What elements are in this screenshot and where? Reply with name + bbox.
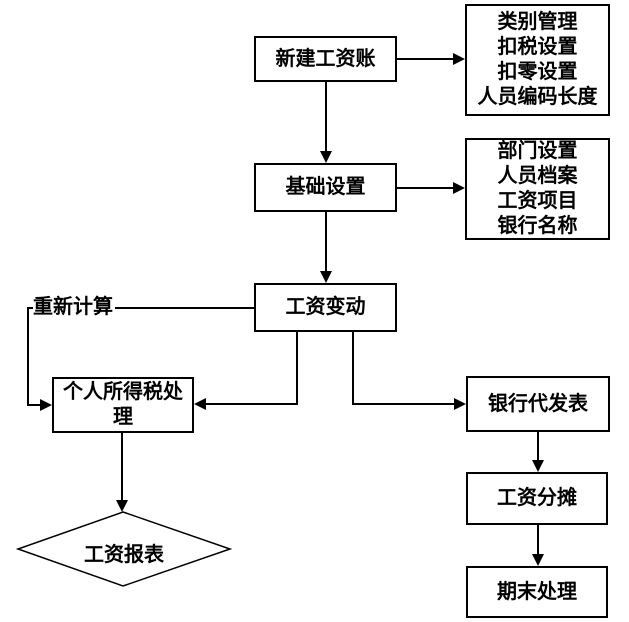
node-new-payroll: 新建工资账	[254, 36, 397, 82]
recalculate-label: 重新计算	[33, 296, 115, 318]
arrowhead	[532, 554, 544, 566]
node-label: 个人所得税处	[63, 381, 183, 403]
node-salary-report-label: 工资报表	[84, 544, 164, 566]
arrow-recalc-feedback	[27, 307, 255, 406]
arrowhead	[40, 399, 52, 411]
node-label: 理	[113, 406, 133, 428]
arrowhead	[116, 500, 128, 512]
node-bank-payroll: 银行代发表	[466, 376, 610, 432]
arrowhead	[453, 182, 465, 194]
node-label: 工资分摊	[497, 487, 577, 509]
arrowhead	[454, 398, 466, 410]
arrowhead	[453, 53, 465, 65]
list-item: 银行名称	[497, 215, 578, 237]
node-label: 新建工资账	[275, 47, 376, 70]
arrow-salarychange-to-bankpayroll	[352, 332, 455, 405]
node-basic-setup: 基础设置	[254, 163, 397, 212]
arrowhead	[320, 151, 332, 163]
list-item: 类别管理	[497, 11, 578, 33]
arrowhead	[320, 271, 332, 283]
node-label: 基础设置	[285, 176, 366, 198]
node-salary-change: 工资变动	[254, 283, 397, 332]
node-payroll-setup-list: 类别管理 扣税设置 扣零设置 人员编码长度	[465, 4, 610, 116]
list-item: 人员档案	[497, 165, 578, 187]
node-label: 工资变动	[285, 296, 366, 318]
node-income-tax: 个人所得税处 理	[52, 377, 194, 433]
node-salary-allocation: 工资分摊	[466, 472, 608, 525]
node-basic-setup-list: 部门设置 人员档案 工资项目 银行名称	[465, 138, 610, 240]
list-item: 人员编码长度	[477, 86, 598, 108]
list-item: 扣零设置	[497, 61, 578, 83]
arrowhead	[194, 398, 206, 410]
node-salary-report-diamond	[15, 511, 233, 587]
arrow-salarychange-to-incometax	[206, 332, 298, 405]
arrowhead	[532, 460, 544, 472]
node-period-end: 期末处理	[466, 566, 608, 618]
node-label: 银行代发表	[488, 392, 588, 415]
list-item: 部门设置	[497, 140, 578, 162]
list-item: 扣税设置	[497, 36, 578, 58]
node-label: 期末处理	[497, 580, 577, 603]
list-item: 工资项目	[497, 190, 578, 212]
